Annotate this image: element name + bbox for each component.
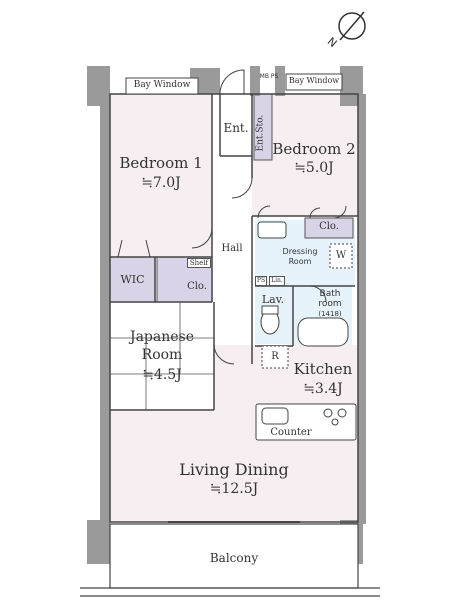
living-dining-area: ≒12.5J xyxy=(209,481,259,497)
entrance-storage-label: Ent.Sto. xyxy=(255,114,266,152)
bedroom2-label: Bedroom 2 xyxy=(272,140,356,158)
living-dining-label: Living Dining xyxy=(179,460,289,479)
stove-burner xyxy=(331,418,339,426)
toilet-tank xyxy=(261,305,279,315)
refrigerator-box xyxy=(261,345,289,369)
hall-floor xyxy=(212,156,252,364)
japanese-floor xyxy=(110,300,214,410)
room-fills xyxy=(110,94,358,521)
bathroom-label-2: room xyxy=(318,299,342,309)
closet-arcs xyxy=(117,239,151,258)
hall-label: Hall xyxy=(221,243,243,254)
bathtub xyxy=(297,317,349,347)
bathroom-size-label: (1418) xyxy=(318,310,342,318)
japanese-room-area: ≒4.5J xyxy=(142,367,182,383)
japanese-room-label-2: Room xyxy=(141,347,183,363)
fixtures xyxy=(255,221,357,441)
compass-icon xyxy=(338,11,366,41)
entrance-floor xyxy=(220,94,252,156)
door-swings xyxy=(191,69,347,365)
lavatory-label: Lav. xyxy=(261,293,285,306)
bay-window-right-label: Bay Window xyxy=(288,76,340,85)
dressing-room-label-2: Room xyxy=(288,257,312,266)
bay-windows xyxy=(125,73,343,95)
refrigerator-label: R xyxy=(271,351,279,362)
bedroom1-label: Bedroom 1 xyxy=(119,154,203,172)
bedroom2-area: ≒5.0J xyxy=(294,160,334,176)
japanese-room-label-1: Japanese xyxy=(129,329,195,345)
dressing-sink xyxy=(257,221,287,239)
bedroom1-floor xyxy=(110,94,212,257)
ps-label: PS xyxy=(255,276,267,286)
kitchen-area: ≒3.4J xyxy=(303,381,343,397)
closet2-label: Clo. xyxy=(319,221,339,232)
kitchen-label: Kitchen xyxy=(293,360,353,378)
closet-label: Clo. xyxy=(187,281,207,292)
entrance-label: Ent. xyxy=(223,121,249,135)
stove-burner xyxy=(323,408,333,418)
stove-burner xyxy=(337,408,347,418)
shelf-label: Shelf xyxy=(187,258,211,268)
bay-window-left-label: Bay Window xyxy=(133,80,191,90)
balcony xyxy=(80,521,380,597)
linen-label: Lin. xyxy=(269,276,285,286)
dressing-room-label-1: Dressing xyxy=(282,247,318,256)
kitchen-sink xyxy=(261,407,289,425)
balcony-label: Balcony xyxy=(209,551,259,565)
mbps-label: MB PS xyxy=(259,73,279,80)
tatami xyxy=(110,302,214,410)
wic-label: WIC xyxy=(120,273,145,286)
bedroom1-area: ≒7.0J xyxy=(141,175,181,191)
washer-box xyxy=(329,243,353,269)
counter-label: Counter xyxy=(270,427,312,438)
washer-label: W xyxy=(335,250,347,261)
bathroom-label-1: Bath xyxy=(319,289,341,299)
